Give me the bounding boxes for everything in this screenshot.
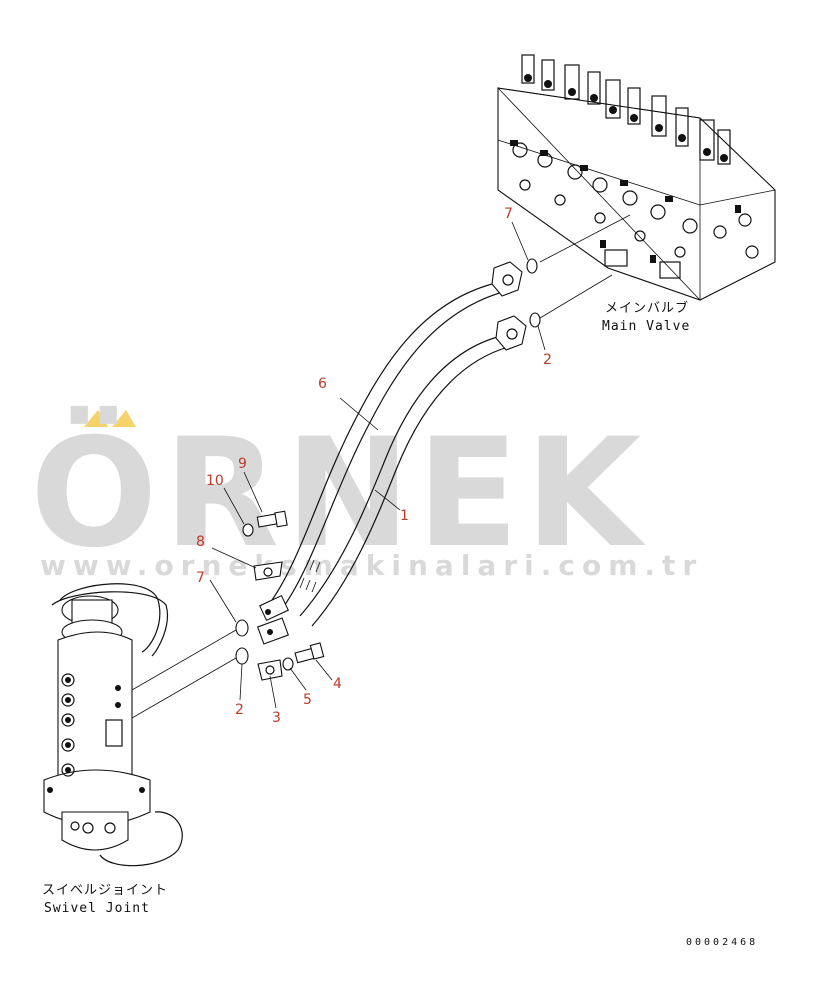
main-valve-label-en: Main Valve (602, 319, 690, 334)
main-valve: メインバルブ Main Valve (496, 54, 776, 334)
callout-3: 3 (272, 710, 281, 726)
o-ring-2-left (235, 647, 249, 665)
callout-9: 9 (238, 456, 247, 472)
washer-5 (282, 657, 294, 671)
callout-10: 10 (206, 473, 224, 489)
watermark-accent-right (112, 410, 136, 427)
main-valve-label-jp: メインバルブ (605, 300, 689, 316)
hose-6 (271, 281, 511, 607)
swivel-joint-label-jp: スイベルジョイント (42, 883, 168, 898)
watermark-accent-left (84, 410, 108, 427)
hose-1 (299, 334, 513, 627)
swivel-joint-label-en: Swivel Joint (44, 901, 150, 916)
o-ring-7-left (235, 619, 249, 637)
callout-7-left: 7 (196, 570, 205, 586)
callout-2-left: 2 (235, 702, 244, 718)
o-ring-7-top (526, 258, 538, 274)
washer-10 (242, 523, 254, 537)
leader-swivel-upper (131, 629, 237, 691)
callout-4: 4 (333, 676, 342, 692)
bolt-4 (294, 642, 325, 664)
half-clamp-3 (257, 659, 283, 681)
callouts: 7 2 6 1 9 10 8 7 2 3 5 4 (196, 206, 552, 726)
callout-leaders (209, 221, 546, 709)
callout-5: 5 (303, 692, 312, 708)
leader-valve-lower (539, 274, 613, 319)
swivel-joint: スイベルジョイント Swivel Joint (42, 583, 183, 916)
watermark: ÖRNEK www.orneksmakinalari.com.tr (30, 405, 703, 582)
leader-swivel-lower (131, 657, 237, 719)
hose-fittings-swivel (257, 559, 321, 645)
callout-7-top: 7 (504, 206, 513, 222)
half-clamp-8 (253, 561, 283, 581)
o-ring-2-top (529, 312, 541, 328)
watermark-url: www.orneksmakinalari.com.tr (40, 549, 703, 582)
callout-1: 1 (400, 508, 409, 524)
leader-valve-upper (539, 214, 631, 263)
watermark-brand: ÖRNEK (30, 405, 647, 581)
bolt-9 (256, 510, 288, 528)
callout-6: 6 (318, 376, 327, 392)
callout-8: 8 (196, 534, 205, 550)
callout-2-top: 2 (543, 352, 552, 368)
hose-fittings-valve (491, 261, 527, 351)
document-number: 00002468 (686, 937, 758, 948)
